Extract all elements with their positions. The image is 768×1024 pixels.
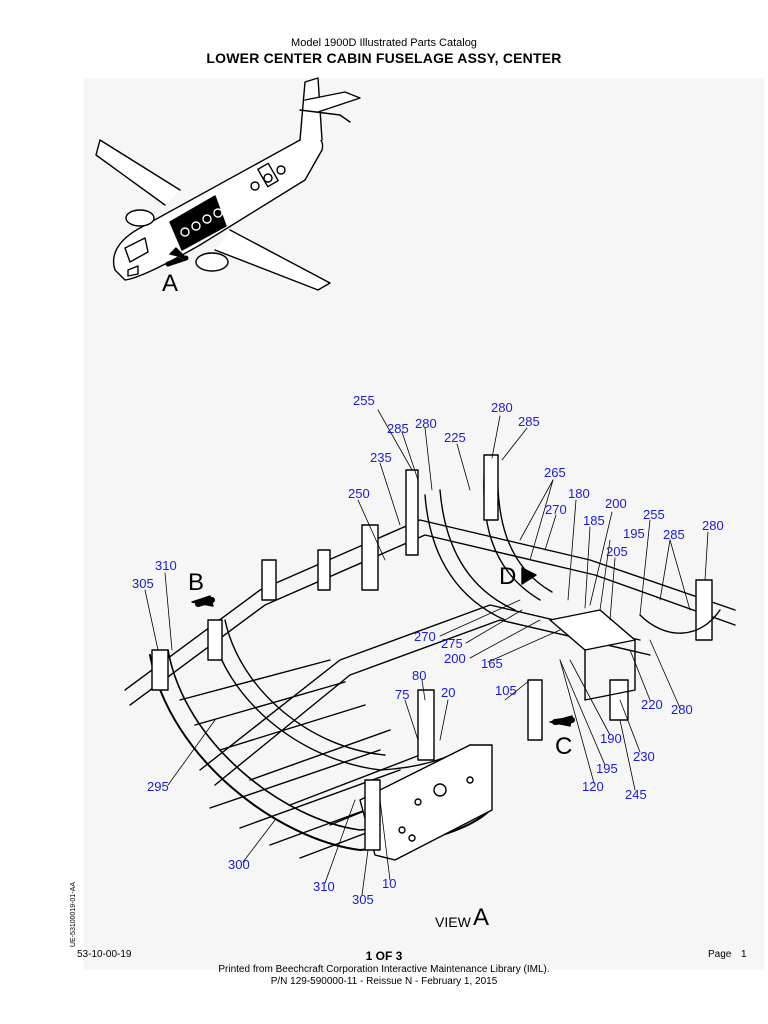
callout-195: 195 [596,761,618,776]
callout-205: 205 [606,544,628,559]
callout-230: 230 [633,749,655,764]
callout-200: 200 [605,496,627,511]
callout-275: 275 [441,636,463,651]
callout-105: 105 [495,683,517,698]
view-b-label: B [188,569,205,596]
callout-120: 120 [582,779,604,794]
callout-255: 255 [643,507,665,522]
callout-180: 180 [568,486,590,501]
callout-295: 295 [147,779,169,794]
callout-300: 300 [228,857,250,872]
callout-250: 250 [348,486,370,501]
callout-285: 285 [518,414,540,429]
callout-75: 75 [395,687,410,702]
callout-165: 165 [481,656,503,671]
view-caption-letter: A [473,904,490,931]
callout-270: 270 [414,629,436,644]
page-number: 1 [741,949,747,960]
frame-structure [124,454,736,861]
sheet-indicator: 1 OF 3 [365,949,403,963]
view-d-label: D [499,563,517,590]
callout-305: 305 [132,576,154,591]
section-number: 53-10-00-19 [77,949,132,960]
callout-225: 225 [444,430,466,445]
aircraft-overview-illustration [95,77,361,291]
callout-280: 280 [491,400,513,415]
page-label: Page [708,949,732,960]
callout-310: 310 [313,879,335,894]
part-number-note: P/N 129-590000-11 - Reissue N - February… [270,976,498,987]
printed-from-note: Printed from Beechcraft Corporation Inte… [218,964,550,975]
callout-255: 255 [353,393,375,408]
page-title: LOWER CENTER CABIN FUSELAGE ASSY, CENTER [206,50,562,66]
callout-305: 305 [352,892,374,907]
view-a-label: A [162,270,179,297]
callout-285: 285 [387,421,409,436]
callout-280: 280 [415,416,437,431]
callout-285: 285 [663,527,685,542]
callout-10: 10 [382,876,397,891]
callout-195: 195 [623,526,645,541]
callout-185: 185 [583,513,605,528]
callout-265: 265 [544,465,566,480]
callout-245: 245 [625,787,647,802]
callout-80: 80 [412,668,427,683]
catalog-subtitle: Model 1900D Illustrated Parts Catalog [291,37,477,49]
callout-280: 280 [702,518,724,533]
callout-280: 280 [671,702,693,717]
callout-20: 20 [441,685,456,700]
callout-310: 310 [155,558,177,573]
view-c-label: C [555,733,573,760]
view-caption-word: VIEW [435,914,471,930]
callout-200: 200 [444,651,466,666]
leader-lines [144,409,709,896]
callout-270: 270 [545,502,567,517]
callout-235: 235 [370,450,392,465]
figure-id: UE-53100019-01-AA [70,882,77,947]
callout-220: 220 [641,697,663,712]
callout-190: 190 [600,731,622,746]
